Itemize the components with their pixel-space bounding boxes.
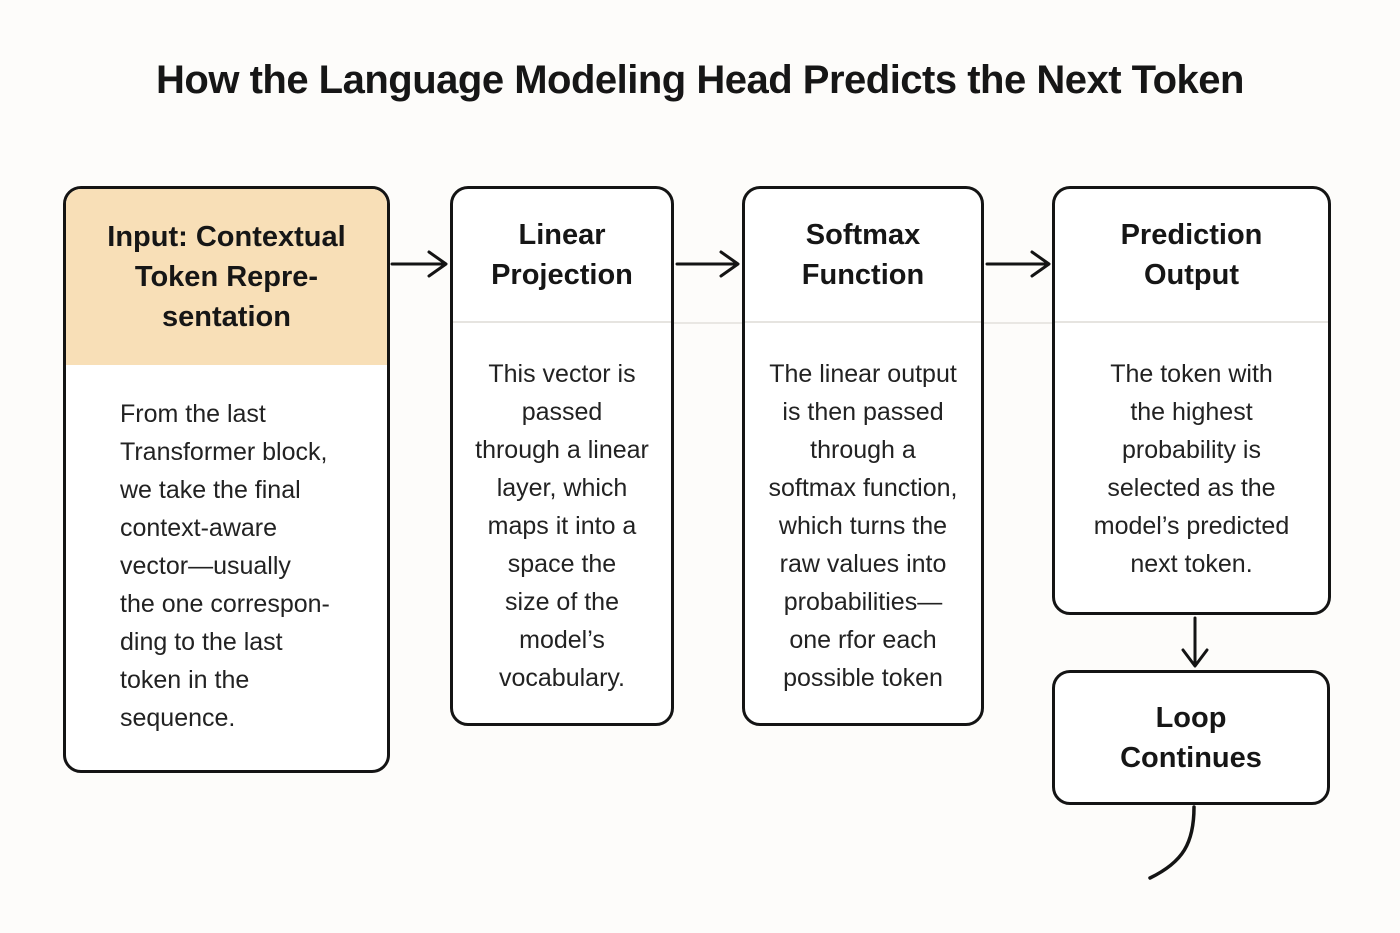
divider-line [674,322,742,324]
step-box-softmax-function: Softmax Function The linear output is th… [742,186,984,726]
divider-line [984,322,1052,324]
step-title-input: Input: Contextual Token Repre- sentation [66,189,387,365]
step-body-prediction-output: The token with the highest probability i… [1093,360,1290,578]
step-box-input: Input: Contextual Token Repre- sentation… [63,186,390,773]
loop-tail-curve [1148,805,1196,880]
arrow-right-icon [675,250,740,278]
step-title-prediction-output: Prediction Output [1055,189,1328,323]
step-body-softmax-function: The linear output is then passed through… [768,360,958,692]
step-body-linear-projection: This vector is passed through a linear l… [475,360,649,692]
step-title-linear-projection: Linear Projection [453,189,671,323]
arrow-down-icon [1181,616,1209,668]
diagram-title: How the Language Modeling Head Predicts … [156,58,1244,102]
step-box-prediction-output: Prediction Output The token with the hig… [1052,186,1331,615]
step-body-input: From the last Transformer block, we take… [120,400,330,732]
step-title-softmax-function: Softmax Function [745,189,981,323]
arrow-right-icon [985,250,1051,278]
loop-continues-box: Loop Continues [1052,670,1330,805]
step-box-linear-projection: Linear Projection This vector is passed … [450,186,674,726]
arrow-right-icon [390,250,448,278]
